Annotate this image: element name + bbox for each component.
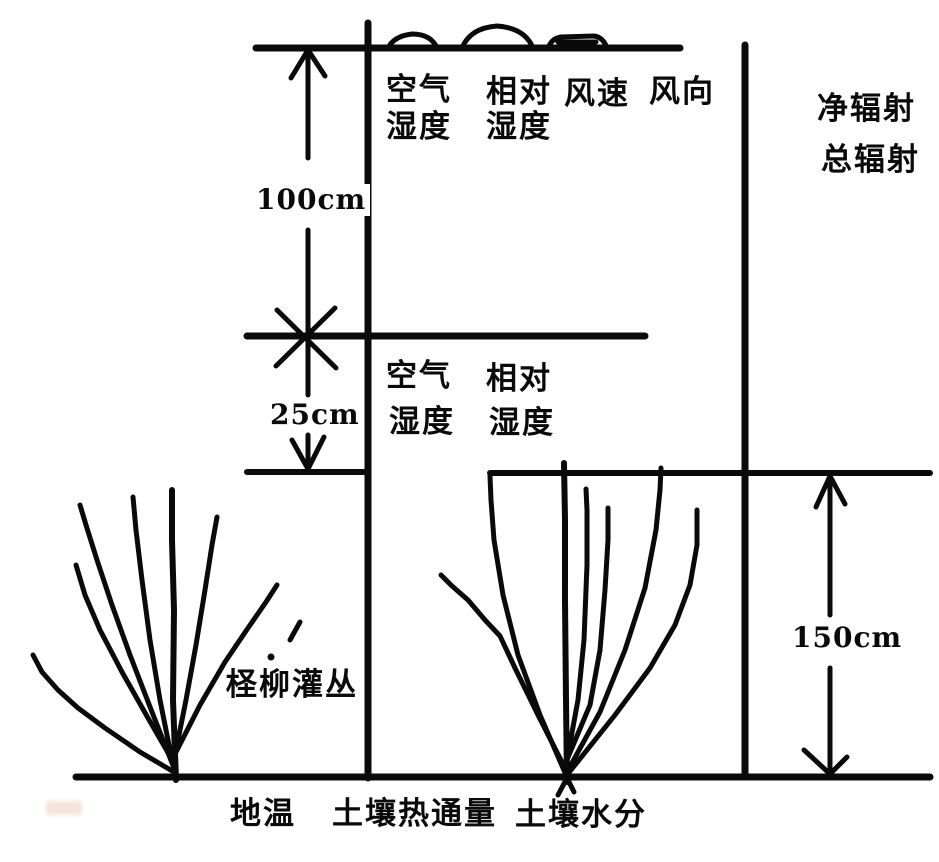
net-radiation-label: 净辐射 [815,91,918,127]
soil-heat-flux-label: 土壤热通量 [330,796,499,832]
arrow-100cm [273,47,339,371]
arrow-150cm [801,473,850,777]
height-150cm-label: 150cm [788,622,907,654]
center-shrub [438,460,700,798]
upper-humidity-label-line1: 相对 [484,74,554,110]
sensor-box-icon [545,33,610,51]
wind-speed-label: 风速 [562,76,632,112]
lower-air-label-line2: 湿度 [387,404,457,440]
sensor-dome-icon [459,23,536,51]
wind-direction-label: 风向 [647,74,717,110]
sensor-dome-icon [385,31,440,51]
height-100cm-label: 100cm [252,184,371,216]
left-shrub [30,487,303,783]
lower-humidity-label-line1: 相对 [484,361,554,397]
watermark-smudge [46,801,82,815]
soil-moisture-label: 土壤水分 [513,797,649,833]
lower-air-label-line1: 空气 [384,358,454,394]
upper-humidity-label-line2: 湿度 [484,109,554,145]
lower-humidity-label-line2: 湿度 [487,405,557,441]
upper-air-label-line2: 湿度 [384,109,454,145]
tamarisk-shrub-label: 柽柳灌丛 [224,667,360,703]
top-sensor-boom [252,23,684,52]
arrow-25cm [289,333,327,472]
upper-air-label-line1: 空气 [384,72,454,108]
height-25cm-label: 25cm [266,399,364,431]
total-radiation-label: 总辐射 [819,142,922,178]
soil-temperature-label: 地温 [228,796,298,832]
